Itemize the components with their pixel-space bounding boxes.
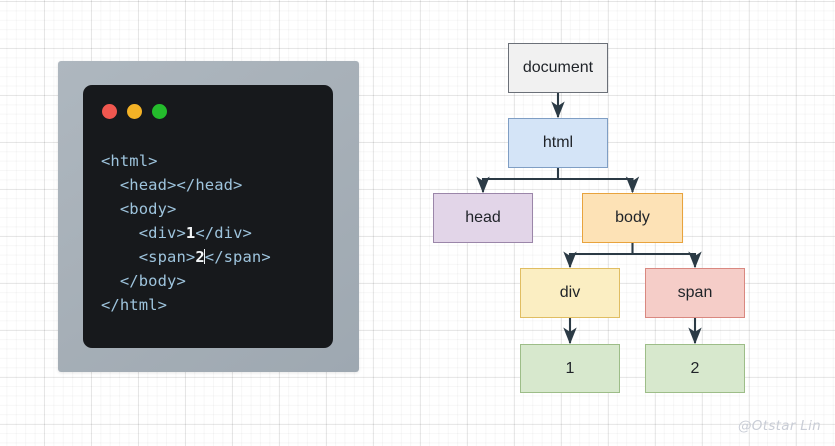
dom-node-label: head [465, 209, 501, 226]
code-text-node: 2 [195, 248, 205, 266]
code-tag: </span> [204, 248, 271, 266]
code-line: <div>1</div> [101, 221, 326, 245]
dom-node-document[interactable]: document [508, 43, 608, 93]
dom-node-span[interactable]: span [645, 268, 745, 318]
edge-html-to-head [476, 176, 558, 194]
dom-node-label: 2 [690, 359, 700, 377]
code-tag: <span> [138, 248, 196, 266]
code-text[interactable]: <html> <head></head> <body> <div>1</div>… [101, 149, 326, 317]
author-watermark: @Otstar Lin [738, 418, 821, 434]
code-line: </body> [101, 269, 326, 293]
code-editor-screen: <html> <head></head> <body> <div>1</div>… [83, 85, 333, 348]
edge-body-to-div [563, 251, 633, 269]
code-tag: <div> [138, 224, 186, 242]
dom-node-label: span [677, 284, 713, 301]
dom-node-head[interactable]: head [433, 193, 533, 243]
edge-html-to-body [558, 176, 640, 194]
maximize-button[interactable] [152, 104, 167, 119]
window-traffic-lights [102, 104, 167, 119]
close-button[interactable] [102, 104, 117, 119]
code-line: </html> [101, 293, 326, 317]
code-text-node: 1 [185, 224, 196, 242]
dom-node-label: 1 [565, 359, 575, 377]
dom-node-label: document [522, 59, 594, 76]
dom-node-text1[interactable]: 1 [520, 344, 620, 393]
code-tag: </html> [101, 296, 168, 314]
code-tag: <head></head> [119, 176, 243, 194]
minimize-button[interactable] [127, 104, 142, 119]
code-tag: <html> [101, 152, 158, 170]
dom-node-label: div [559, 284, 581, 301]
code-line: <body> [101, 197, 326, 221]
code-tag: <body> [119, 200, 177, 218]
edge-body-to-span [632, 251, 702, 269]
code-line: <span>2</span> [101, 245, 326, 269]
dom-node-html[interactable]: html [508, 118, 608, 168]
dom-node-div[interactable]: div [520, 268, 620, 318]
dom-node-body[interactable]: body [582, 193, 683, 243]
text-cursor [204, 249, 206, 264]
code-line: <html> [101, 149, 326, 173]
code-tag: </body> [119, 272, 186, 290]
code-line: <head></head> [101, 173, 326, 197]
code-tag: </div> [195, 224, 252, 242]
code-editor-window: <html> <head></head> <body> <div>1</div>… [58, 61, 359, 372]
dom-node-label: html [542, 134, 574, 151]
dom-node-text2[interactable]: 2 [645, 344, 745, 393]
dom-node-label: body [615, 209, 650, 226]
